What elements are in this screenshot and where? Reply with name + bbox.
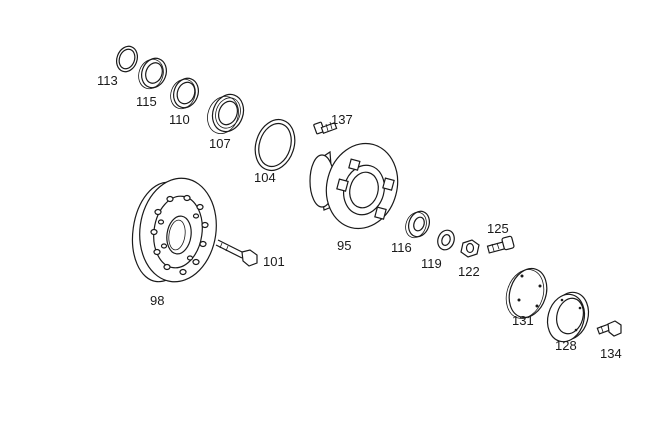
label-104: 104 [254, 170, 276, 185]
part-137-bolt [313, 121, 338, 135]
label-134: 134 [600, 346, 622, 361]
part-104-ring [254, 118, 296, 172]
label-113: 113 [97, 73, 118, 88]
part-131-cap-plate [505, 267, 548, 319]
part-122-nut [460, 239, 480, 258]
label-137: 137 [331, 112, 353, 127]
part-125-bolt [486, 235, 515, 254]
part-119-washer [437, 229, 455, 251]
part-110-ring [170, 77, 199, 110]
label-125: 125 [487, 221, 509, 236]
part-116-bearing [405, 210, 430, 239]
label-131: 131 [512, 313, 534, 328]
part-115-seal [138, 57, 167, 90]
label-119: 119 [421, 256, 442, 271]
disc-holes [150, 194, 209, 276]
part-95-hub [309, 142, 399, 230]
part-113-snap-ring [116, 45, 138, 73]
label-116: 116 [391, 240, 412, 255]
label-128: 128 [555, 338, 577, 353]
part-98-brake-disc [131, 177, 217, 283]
label-115: 115 [136, 94, 157, 109]
part-134-bolt [596, 320, 622, 337]
label-101: 101 [263, 254, 285, 269]
part-101-bolt [215, 239, 258, 267]
label-98: 98 [150, 293, 164, 308]
label-107: 107 [209, 136, 231, 151]
label-110: 110 [169, 112, 190, 127]
part-107-bearing [207, 93, 245, 134]
part-128-hub-cap [546, 291, 590, 343]
label-122: 122 [458, 264, 480, 279]
label-95: 95 [337, 238, 351, 253]
